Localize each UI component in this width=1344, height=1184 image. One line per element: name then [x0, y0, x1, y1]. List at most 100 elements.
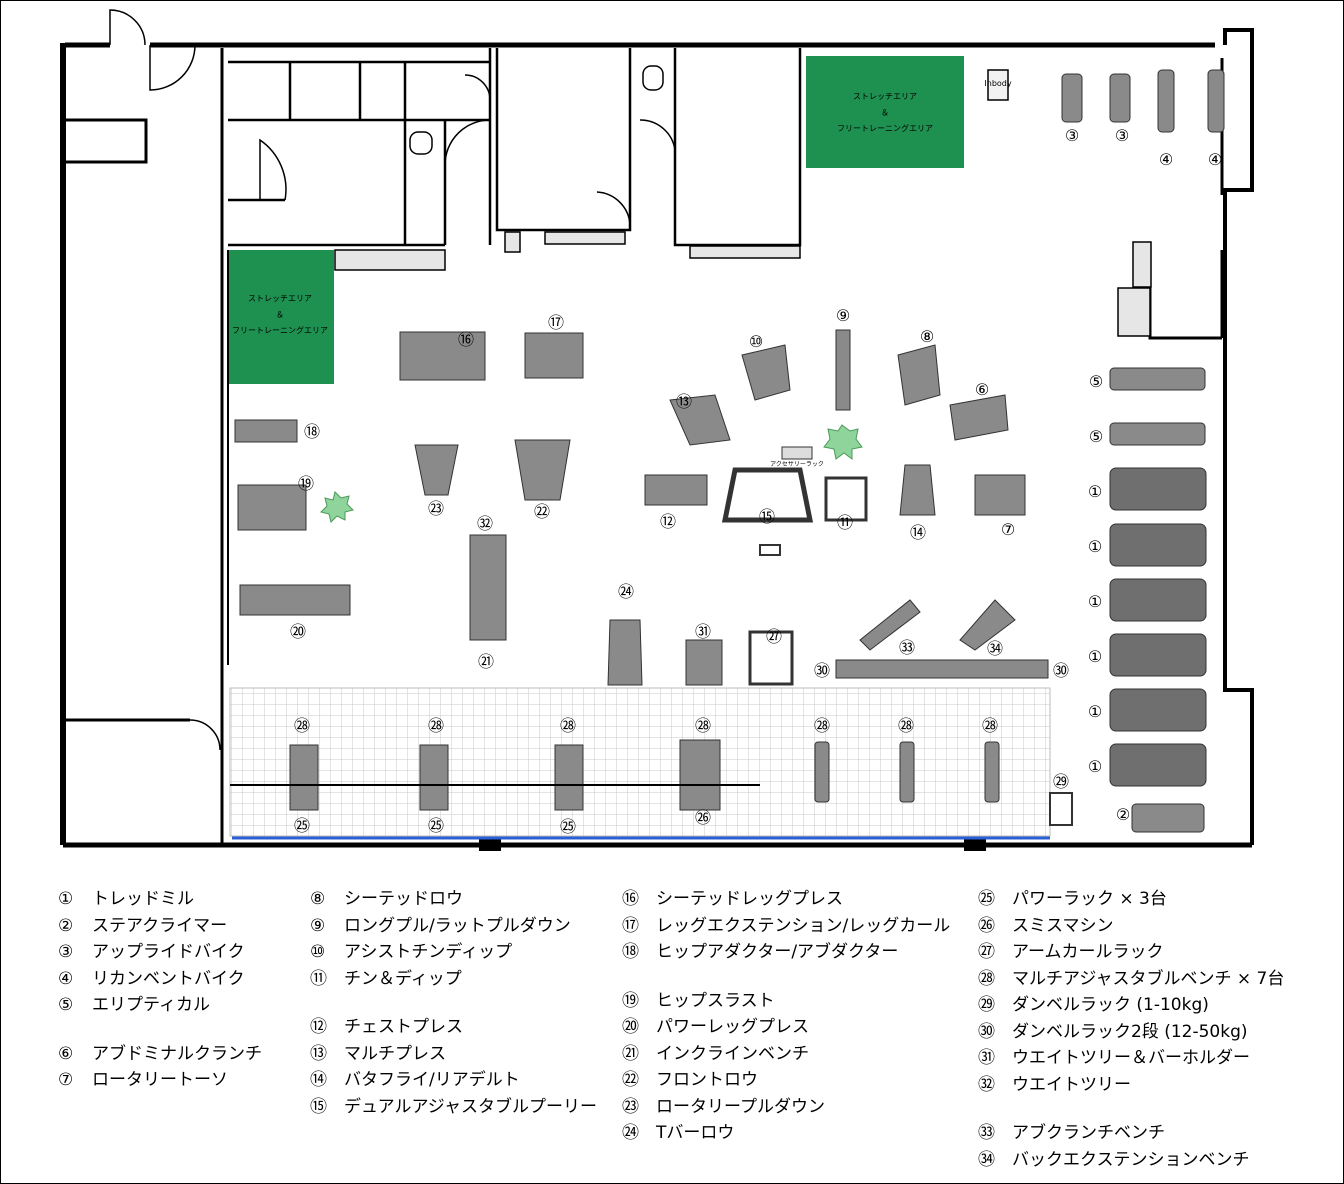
- bench-icon: [984, 741, 1000, 803]
- svg-text:＆: ＆: [881, 108, 889, 117]
- accessory-rack-label: アクセサリーラック: [770, 461, 824, 468]
- rotary-torso-icon: [974, 474, 1026, 516]
- elliptical-icon: [1109, 422, 1206, 446]
- equipment: [230, 69, 1225, 833]
- butterfly-icon: [899, 464, 936, 516]
- legend-label: アップライドバイク: [92, 942, 245, 962]
- svg-text:＆: ＆: [276, 310, 284, 319]
- legend-label: ダンベルラック2段 (12-50kg): [1012, 1021, 1248, 1042]
- legend-number: ㉚: [978, 1021, 995, 1042]
- legend-number: ㉗: [978, 942, 995, 962]
- marker: ③: [1115, 126, 1129, 145]
- marker: ㉘: [695, 716, 711, 735]
- legend-number: ③: [58, 942, 74, 962]
- ab-crunch-icon: [949, 394, 1009, 441]
- legend-number: ㉞: [978, 1149, 995, 1170]
- chest-press-icon: [644, 474, 708, 506]
- bench-icon: [814, 741, 830, 803]
- legend-label: ロータリープルダウン: [656, 1096, 825, 1117]
- legend-label: アームカールラック: [1012, 942, 1164, 962]
- legend-number: ⑭: [310, 1070, 327, 1090]
- marker: ⑰: [548, 313, 564, 332]
- legend-number: ⑫: [310, 1017, 327, 1037]
- legend-gap: [978, 1098, 1284, 1120]
- stretch-area-left: ストレッチエリア ＆ フリートレーニングエリア: [229, 250, 334, 384]
- legend-number: ⑦: [58, 1070, 74, 1090]
- marker: ㉖: [695, 808, 711, 827]
- hip-adductor-icon: [234, 419, 298, 443]
- legend-gap: [622, 966, 950, 988]
- legend-label: ステアクライマー: [92, 915, 228, 936]
- legend-item: ② ステアクライマー: [58, 913, 262, 940]
- legend-number: ⑬: [310, 1043, 327, 1064]
- marker: ㉘: [982, 716, 998, 735]
- legend-number: ㉝: [978, 1123, 995, 1143]
- marker: ㉕: [294, 816, 310, 835]
- marker: ㉞: [987, 639, 1003, 658]
- marker: ㉜: [477, 514, 493, 533]
- marker: ①: [1088, 647, 1102, 666]
- legend-number: ㉔: [622, 1123, 639, 1143]
- treadmill-icon: [1109, 467, 1207, 511]
- plant-icon: [320, 491, 354, 523]
- fixtures: [334, 65, 1152, 337]
- marker: ㉕: [560, 817, 576, 836]
- t-bar-row-icon: [607, 619, 643, 686]
- legend-label: マルチアジャスタブルベンチ × 7台: [1012, 968, 1285, 989]
- upright-bike-icon: [1061, 73, 1083, 123]
- svg-text:ストレッチエリア: ストレッチエリア: [248, 294, 312, 303]
- marker: ①: [1088, 757, 1102, 776]
- marker: ⑦: [1001, 520, 1015, 539]
- doors: [109, 9, 676, 751]
- marker: ⑮: [759, 507, 775, 526]
- power-rack-icon: [419, 744, 449, 811]
- legend-number: ②: [58, 915, 74, 936]
- treadmill-icon: [1109, 633, 1207, 677]
- marker: ㉗: [766, 627, 782, 646]
- chin-dip-icon: [824, 476, 868, 522]
- inbody-label: Inbody: [984, 79, 1011, 88]
- marker: ⑫: [660, 512, 676, 531]
- svg-text:フリートレーニングエリア: フリートレーニングエリア: [837, 123, 933, 133]
- marker: ⑧: [920, 327, 934, 346]
- legend-label: シーテッドレッグプレス: [656, 889, 843, 909]
- marker: ⑭: [910, 523, 926, 542]
- long-pull-icon: [835, 329, 851, 411]
- legend-number: ⑩: [310, 942, 326, 962]
- recumbent-bike-icon: [1157, 69, 1175, 133]
- legend-label: アブクランチベンチ: [1012, 1123, 1165, 1143]
- free-weight-area: [229, 687, 1051, 840]
- upright-bike-icon: [1109, 73, 1131, 123]
- legend-gap: [310, 992, 597, 1014]
- legend-number: ⑪: [310, 968, 327, 989]
- legend-label: ヒップアダクター/アブダクター: [656, 942, 899, 962]
- marker: ㉔: [618, 582, 634, 601]
- arm-curl-rack-icon: [748, 630, 794, 686]
- legend-label: チェストプレス: [344, 1017, 463, 1037]
- marker: ⑪: [837, 513, 853, 532]
- marker: ②: [1116, 805, 1130, 824]
- svg-text:ストレッチエリア: ストレッチエリア: [853, 92, 917, 101]
- marker: ⑨: [836, 306, 850, 325]
- marker: ㉚: [1053, 661, 1069, 680]
- legend-number: ㉙: [978, 995, 995, 1015]
